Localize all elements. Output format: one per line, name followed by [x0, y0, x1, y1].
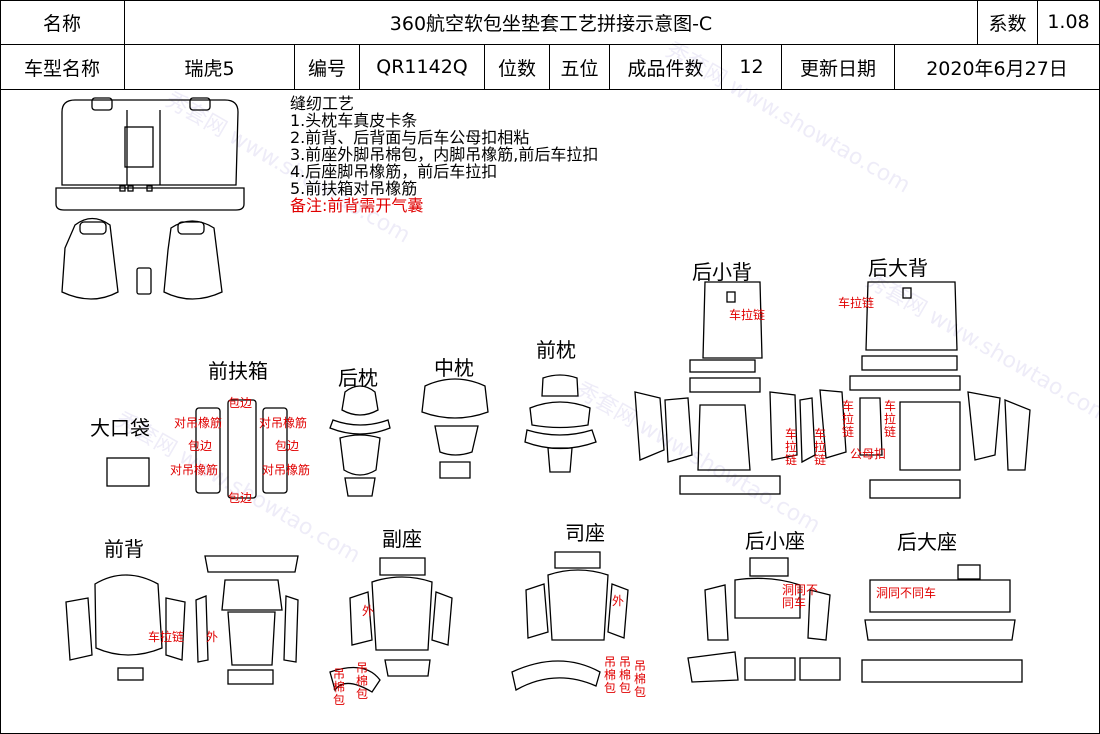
driver-seat-pieces [511, 551, 629, 691]
pieces-value: 12 [722, 45, 782, 90]
code-label: 编号 [295, 45, 360, 90]
notes-remark: 备注:前背需开气囊 [290, 196, 424, 215]
seat-overview-diagram [55, 97, 245, 300]
note-zipper: 车拉链 [838, 296, 875, 310]
seats-value: 五位 [550, 45, 610, 90]
model-value: 瑞虎5 [125, 45, 295, 90]
label-rear-big-back: 后大背 [868, 256, 928, 280]
header-table: 名称 360航空软包坐垫套工艺拼接示意图-C 系数 1.08 车型名称 瑞虎5 … [0, 0, 1100, 90]
notes-item: 4.后座脚吊橡筋，前后车拉扣 [290, 162, 498, 181]
pocket-piece [106, 457, 150, 487]
front-armrest-pieces [195, 399, 288, 499]
note-elastic: 对吊橡筋 [170, 463, 219, 477]
document-title: 360航空软包坐垫套工艺拼接示意图-C [125, 0, 978, 45]
note-outer: 外 [362, 604, 375, 618]
rear-small-seat-pieces [687, 557, 841, 683]
note-outer: 外 [206, 630, 219, 644]
label-rear-big-seat: 后大座 [897, 530, 957, 554]
front-back-pieces [65, 555, 299, 685]
name-label: 名称 [0, 0, 125, 45]
note-zipper-vertical: 车拉链 [842, 399, 855, 439]
note-cotton-hang: 吊棉包 [634, 659, 647, 699]
rear-big-back-pieces [819, 281, 1031, 499]
front-pillow-pieces [524, 374, 597, 473]
label-front-back: 前背 [104, 537, 144, 561]
note-piping: 包边 [228, 491, 253, 505]
note-zipper: 车拉链 [729, 308, 766, 322]
note-zipper-vertical: 车拉链 [814, 427, 827, 467]
note-elastic: 对吊橡筋 [259, 416, 308, 430]
note-zipper-vertical: 车拉链 [785, 427, 798, 467]
note-piping: 包边 [275, 439, 300, 453]
rear-big-seat-pieces [861, 564, 1023, 683]
notes-item: 5.前扶箱对吊橡筋 [290, 179, 418, 198]
note-zipper: 车拉链 [148, 630, 185, 644]
label-driver-seat: 司座 [565, 521, 605, 545]
label-rear-small-back: 后小背 [692, 260, 752, 284]
note-elastic: 对吊橡筋 [174, 416, 223, 430]
pieces-label: 成品件数 [610, 45, 722, 90]
sewing-notes: 缝纫工艺 1.头枕车真皮卡条 2.前背、后背面与后车公母扣相粘 3.前座外脚吊棉… [290, 95, 598, 214]
seats-label: 位数 [485, 45, 550, 90]
label-front-pillow: 前枕 [536, 338, 576, 362]
note-hole-difference: 洞同不同车 [876, 586, 937, 600]
middle-pillow-pieces [421, 378, 489, 479]
label-passenger-seat: 副座 [382, 527, 422, 551]
rear-small-back-pieces [634, 281, 816, 495]
code-value: QR1142Q [360, 45, 485, 90]
date-label: 更新日期 [782, 45, 895, 90]
note-cotton-hang: 吊棉包 [356, 661, 369, 701]
notes-item: 1.头枕车真皮卡条 [290, 111, 418, 130]
label-rear-small-seat: 后小座 [745, 529, 805, 553]
note-elastic: 对吊橡筋 [262, 463, 311, 477]
note-zipper-vertical: 车拉链 [884, 399, 897, 439]
note-piping: 包边 [228, 396, 253, 410]
coef-label: 系数 [978, 0, 1038, 45]
note-outer: 外 [612, 594, 625, 608]
note-piping: 包边 [188, 439, 213, 453]
note-cotton-hang: 吊棉包 [333, 667, 346, 707]
rear-pillow-pieces [329, 385, 391, 497]
label-big-pocket: 大口袋 [90, 416, 150, 440]
passenger-seat-pieces [329, 557, 453, 693]
notes-title: 缝纫工艺 [290, 94, 355, 113]
model-label: 车型名称 [0, 45, 125, 90]
notes-item: 3.前座外脚吊棉包，内脚吊橡筋,前后车拉扣 [290, 145, 599, 164]
note-cotton-hang: 吊棉包 [604, 655, 617, 695]
note-cotton-hang: 吊棉包 [619, 655, 632, 695]
note-male-female: 公母扣 [850, 447, 887, 461]
note-hole-difference: 洞同不同车 [782, 583, 819, 610]
label-mid-pillow: 中枕 [434, 356, 474, 380]
notes-item: 2.前背、后背面与后车公母扣相粘 [290, 128, 530, 147]
label-rear-pillow: 后枕 [338, 366, 378, 390]
label-front-armrest: 前扶箱 [208, 359, 268, 383]
